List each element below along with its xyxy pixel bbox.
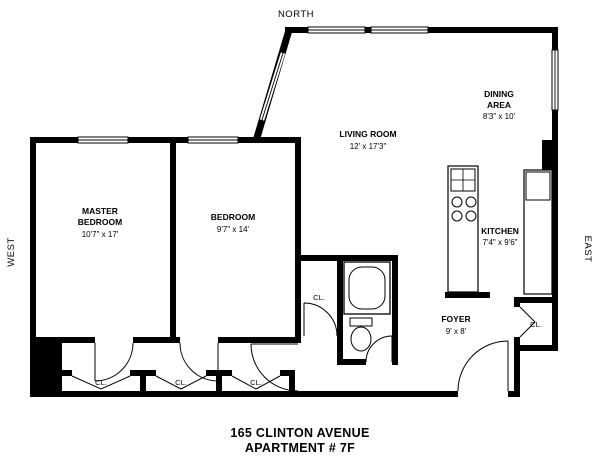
toilet-bowl [350,326,372,352]
windows [77,26,559,144]
doors [71,302,536,392]
living-room-dims: 12' x 17'3" [350,142,387,151]
compass-east: EAST [582,236,593,263]
living-room-name: LIVING ROOM [339,129,396,139]
closet-label-center: CL. [313,293,325,302]
kitchen-sink-divider [451,169,475,191]
bathtub-basin [348,266,386,310]
window-frames [77,26,559,144]
stove-burner [451,196,463,208]
kitchen-name: KITCHEN [481,226,519,236]
master-bedroom-dims: 10'7" x 17' [82,230,119,239]
bifold-closet-doors [71,306,536,390]
door-swings [94,302,509,392]
dining-area-dims: 8'3" x 10' [483,112,516,121]
bedroom-name: BEDROOM [211,212,255,222]
dining-area-name-line2: AREA [487,100,511,110]
closet-label-hall-1: CL. [95,378,107,387]
bedroom-dims: 9'7" x 14' [217,225,250,234]
plan-title: 165 CLINTON AVENUE APARTMENT # 7F [230,426,369,455]
stove-burner [465,196,477,208]
master-bedroom-name-line1: MASTER [82,206,118,216]
foyer-name: FOYER [441,314,470,324]
dining-area-name-line1: DINING [484,89,514,99]
fixtures [343,165,553,352]
closet-label-foyer: CL. [530,320,542,329]
room-labels: MASTER BEDROOM 10'7" x 17' BEDROOM 9'7" … [78,89,542,387]
compass-west: WEST [6,237,17,266]
stove-burner [451,210,463,222]
plan-title-line1: 165 CLINTON AVENUE [230,426,369,440]
bathtub [343,261,391,315]
plan-title-line2: APARTMENT # 7F [245,441,355,455]
foyer-dims: 9' x 8' [446,327,467,336]
kitchen-dims: 7'4" x 9'6" [483,238,518,247]
refrigerator [525,171,551,201]
closet-label-hall-2: CL. [175,378,187,387]
window-panes [78,29,556,141]
compass: NORTH WEST EAST [6,9,593,267]
toilet-tank [349,317,373,327]
compass-north: NORTH [278,9,314,20]
closet-label-hall-3: CL. [250,378,262,387]
master-bedroom-name-line2: BEDROOM [78,217,122,227]
stove-burner [465,210,477,222]
